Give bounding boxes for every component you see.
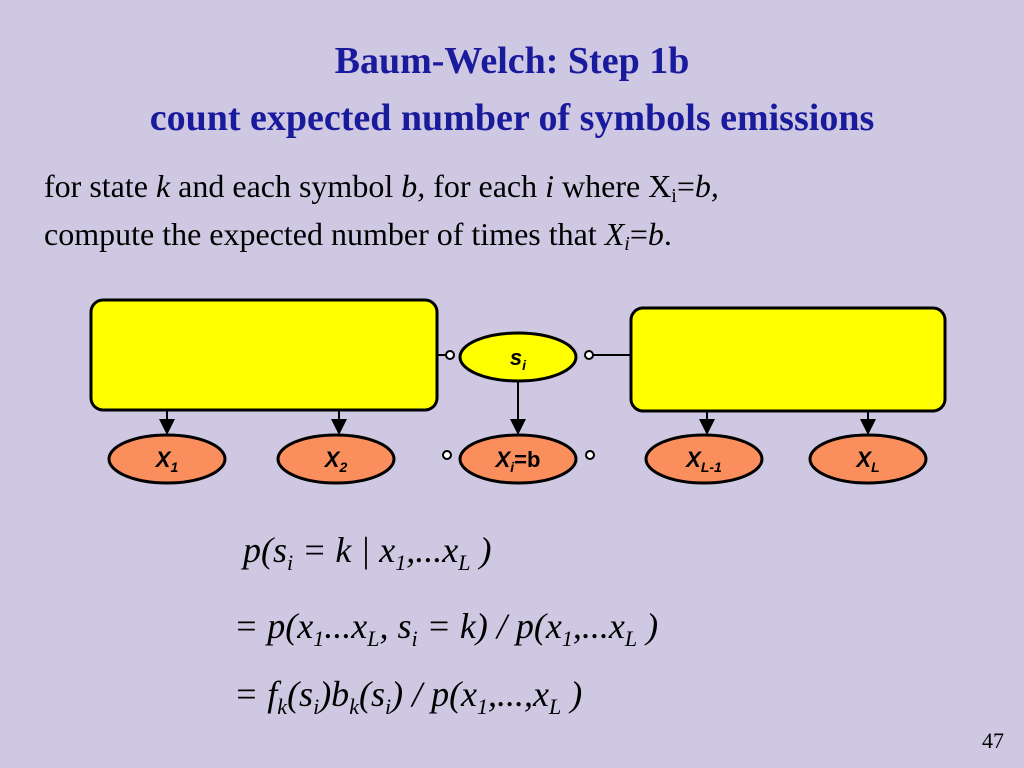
- body-text-line2: compute the expected number of times tha…: [44, 216, 672, 255]
- equation-line3: = fk(si)bk(si) / p(x1,...,xL ): [234, 674, 583, 719]
- obs-label-xi: Xi=b: [494, 447, 541, 475]
- obs-label-xl: XL: [854, 447, 879, 475]
- slide-title-line2: count expected number of symbols emissio…: [149, 97, 875, 139]
- obs-label-x2: X2: [323, 447, 348, 475]
- obs-node-x1: [107, 433, 227, 485]
- left-connector-dot: [445, 350, 455, 360]
- page-number: 47: [982, 728, 1004, 753]
- left-states-box: [89, 298, 439, 412]
- xi-right-dot: [585, 450, 595, 460]
- obs-node-xl-1: [644, 433, 764, 485]
- body-text-line1: for state k and each symbol b, for each …: [44, 168, 719, 207]
- obs-node-xi: [458, 433, 578, 485]
- right-states-box: [629, 306, 947, 413]
- slide-title-line1: Baum-Welch: Step 1b: [334, 40, 690, 82]
- equation-line1: p(si = k | x1,...xL ): [243, 530, 492, 575]
- xi-left-dot: [442, 450, 452, 460]
- obs-node-x2: [276, 433, 396, 485]
- obs-node-xl: [808, 433, 928, 485]
- state-node-label: si: [510, 345, 527, 373]
- equation-line2: = p(x1...xL, si = k) / p(x1,...xL ): [234, 606, 659, 651]
- right-connector-dot: [584, 350, 594, 360]
- obs-label-xl-1: XL-1: [684, 447, 722, 475]
- obs-label-x1: X1: [154, 447, 179, 475]
